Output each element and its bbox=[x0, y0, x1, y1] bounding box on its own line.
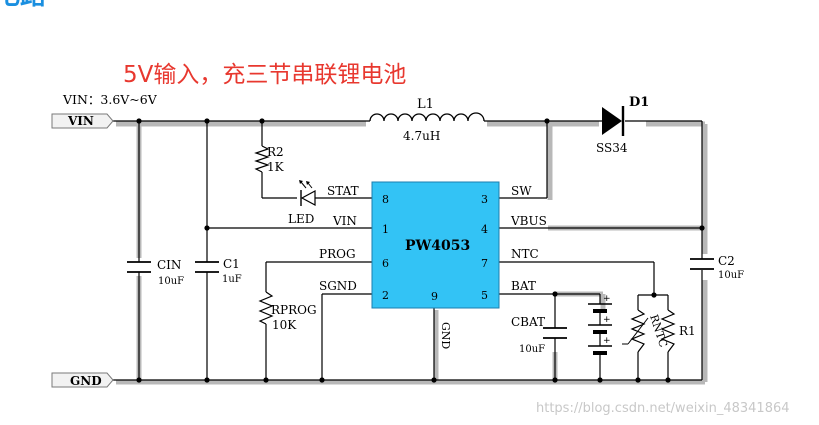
junction-dots bbox=[136, 118, 705, 383]
c2-value: 10uF bbox=[718, 270, 744, 281]
chip-name: PW4053 bbox=[405, 238, 470, 254]
ic-pw4053: PW4053 8 STAT 1 VIN 6 PROG 2 SGND 3 SW 4… bbox=[319, 181, 547, 349]
vin-port: VIN bbox=[51, 113, 114, 129]
c1-ref: C1 bbox=[223, 257, 240, 271]
r2-value: 1K bbox=[267, 160, 285, 174]
pin-number: 5 bbox=[481, 289, 488, 302]
pin-label: BAT bbox=[511, 279, 536, 293]
rprog-ref: RPROG bbox=[271, 303, 317, 317]
pin-label: NTC bbox=[511, 247, 539, 261]
pin-label: STAT bbox=[327, 184, 359, 198]
c2-ref: C2 bbox=[718, 254, 735, 268]
l1-value: 4.7uH bbox=[403, 129, 440, 143]
pin-label: VBUS bbox=[510, 214, 547, 228]
r2-ref: R2 bbox=[267, 145, 284, 159]
pin-number: 4 bbox=[481, 223, 488, 236]
diode-d1: D1 SS34 bbox=[596, 95, 649, 155]
pin-number: 8 bbox=[382, 193, 389, 206]
gnd-port-label: GND bbox=[70, 374, 102, 388]
led-ref: LED bbox=[288, 212, 314, 226]
battery-stack: + + + bbox=[588, 294, 612, 366]
c1-value: 1uF bbox=[222, 274, 242, 285]
led: LED bbox=[288, 180, 316, 226]
pin-number: 6 bbox=[382, 257, 389, 270]
pin-number: 2 bbox=[382, 289, 389, 302]
d1-ref: D1 bbox=[629, 95, 649, 110]
pin-label: PROG bbox=[319, 247, 356, 261]
resistor-rprog: RPROG 10K bbox=[258, 291, 317, 332]
pin-number: 7 bbox=[481, 257, 488, 270]
pin-label: SGND bbox=[319, 279, 357, 293]
section-heading: 电路 bbox=[0, 0, 47, 11]
circuit-title: 5V输入，充三节串联锂电池 bbox=[123, 62, 406, 88]
pin-number: 3 bbox=[481, 193, 488, 206]
cbat-value: 10uF bbox=[519, 344, 545, 355]
pin-label: GND bbox=[439, 322, 452, 349]
capacitor-cin: CIN 10uF bbox=[127, 258, 184, 287]
l1-ref: L1 bbox=[417, 97, 434, 112]
inductor-l1: L1 4.7uH bbox=[369, 97, 485, 143]
pin-label: SW bbox=[511, 184, 532, 198]
battery-plus: + bbox=[603, 315, 611, 325]
rprog-value: 10K bbox=[272, 318, 297, 332]
capacitor-c1: C1 1uF bbox=[195, 257, 242, 285]
pin-number: 1 bbox=[382, 223, 389, 236]
resistor-r2: R2 1K bbox=[254, 145, 285, 174]
watermark: https://blog.csdn.net/weixin_48341864 bbox=[536, 401, 790, 416]
d1-value: SS34 bbox=[596, 141, 628, 155]
wires bbox=[113, 120, 703, 381]
cin-ref: CIN bbox=[157, 258, 181, 272]
cbat-ref: CBAT bbox=[511, 315, 545, 329]
gnd-port: GND bbox=[51, 372, 114, 388]
resistor-r1: R1 bbox=[660, 309, 696, 353]
cin-value: 10uF bbox=[158, 276, 184, 287]
vin-port-label: VIN bbox=[67, 114, 94, 128]
thermistor-rntc: RNTC bbox=[622, 309, 670, 353]
battery-plus: + bbox=[603, 336, 611, 346]
pin-number: 9 bbox=[431, 290, 438, 303]
vin-range-note: VIN：3.6V~6V bbox=[62, 92, 158, 107]
capacitor-cbat: CBAT 10uF bbox=[511, 315, 567, 355]
r1-ref: R1 bbox=[679, 324, 696, 338]
pin-label: VIN bbox=[332, 214, 357, 228]
battery-plus: + bbox=[603, 294, 611, 304]
capacitor-c2: C2 10uF bbox=[690, 254, 744, 281]
